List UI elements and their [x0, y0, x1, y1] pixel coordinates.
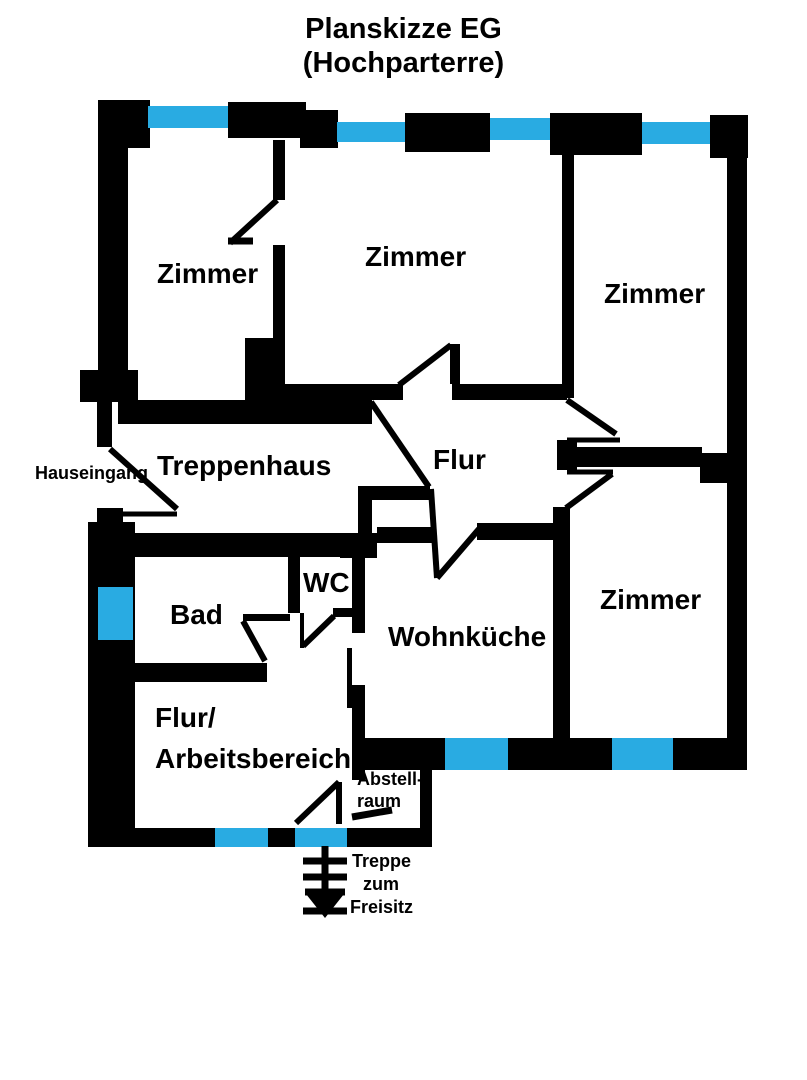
room-label-wc: WC	[303, 567, 350, 598]
interior-walls	[118, 140, 728, 830]
top-wall	[98, 100, 748, 158]
room-label-bad: Bad	[170, 599, 223, 630]
room-label-zimmer-top-middle: Zimmer	[365, 241, 467, 272]
window-segment	[98, 587, 133, 640]
left-wall	[80, 140, 138, 847]
window-segment	[612, 738, 673, 770]
room-label-abstellraum-line1: Abstell-	[357, 769, 424, 789]
annotation-treppe-line2: zum	[363, 874, 399, 894]
right-wall	[727, 150, 747, 770]
door-leaf	[227, 197, 280, 246]
plan-title-line1: Planskizze EG	[305, 13, 502, 45]
room-label-zimmer-top-right: Zimmer	[604, 278, 706, 309]
door-leaf	[434, 527, 482, 580]
room-label-wohnkueche: Wohnküche	[388, 621, 547, 652]
plan-title-line2: (Hochparterre)	[302, 47, 505, 79]
room-label-zimmer-bottom-right: Zimmer	[600, 584, 702, 615]
abstellraum-door-leaf	[351, 806, 393, 821]
bottom-wall-right	[352, 738, 747, 770]
door-leaf	[397, 342, 453, 388]
room-label-treppenhaus: Treppenhaus	[157, 450, 332, 481]
stairs-arrow	[303, 846, 347, 918]
room-label-abstellraum-line2: raum	[357, 791, 402, 811]
door-leaf	[564, 471, 614, 511]
annotation-hauseingang: Hauseingang	[35, 463, 149, 483]
annotation-treppe-line1: Treppe	[352, 851, 412, 871]
door-leaf	[293, 779, 342, 826]
window-segment	[215, 828, 268, 847]
entrance-door-leaf	[107, 446, 180, 512]
window-segment	[642, 122, 710, 144]
annotation-treppe-line3: Freisitz	[350, 897, 414, 917]
room-label-flur: Flur	[433, 444, 486, 475]
door-leaves	[107, 197, 620, 826]
wc-door-leaf	[300, 613, 337, 649]
window-segment	[148, 106, 230, 128]
window-segment	[337, 122, 407, 142]
door-leaf	[428, 488, 440, 579]
room-label-flur-arbeitsbereich-line2: Arbeitsbereich	[155, 743, 352, 774]
room-label-flur-arbeitsbereich-line1: Flur/	[155, 702, 216, 733]
window-segment	[445, 738, 508, 770]
bottom-wall-left	[98, 828, 432, 847]
bad-door-leaf	[240, 619, 268, 663]
door-leaf	[368, 400, 432, 489]
window-segment	[490, 118, 550, 140]
room-label-zimmer-top-left: Zimmer	[157, 258, 259, 289]
door-leaf	[565, 397, 618, 437]
glass-door-segment	[295, 828, 347, 847]
